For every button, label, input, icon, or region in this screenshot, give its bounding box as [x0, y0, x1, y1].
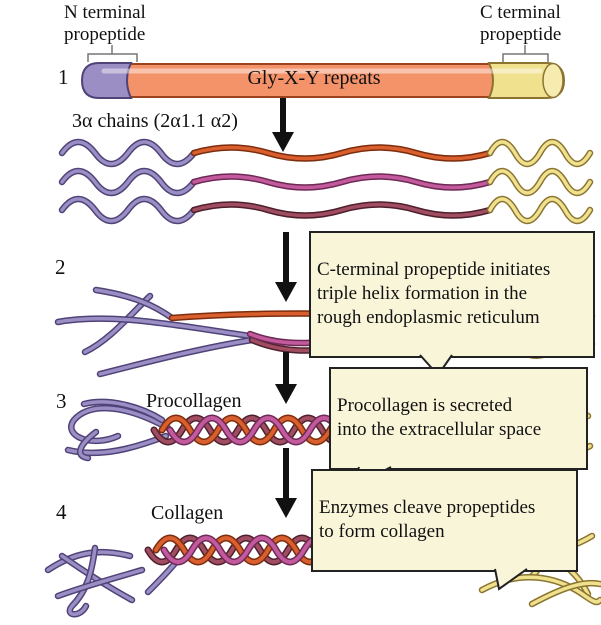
bar-end-cap	[542, 62, 564, 99]
callout-tail	[494, 568, 528, 591]
step-number-4: 4	[56, 500, 67, 524]
down-arrow-icon	[272, 98, 294, 152]
callout-text: C-terminal propeptide initiates triple h…	[317, 259, 551, 328]
n-terminal-propeptide-label: N terminal propeptide	[64, 2, 146, 45]
callout-text: Procollagen is secreted into the extrace…	[337, 395, 542, 440]
callout-c-terminal-initiates: C-terminal propeptide initiates triple h…	[309, 231, 595, 377]
alpha-chain-3	[62, 199, 590, 221]
callout-procollagen-secreted: Procollagen is secreted into the extrace…	[329, 367, 588, 489]
down-arrow-icon	[275, 448, 297, 518]
c-terminal-propeptide-label: C terminal propeptide	[480, 2, 562, 45]
down-arrow-icon	[275, 232, 297, 302]
gly-x-y-repeats-label: Gly-X-Y repeats	[247, 67, 381, 89]
step1-procollagen-gene-bar	[80, 45, 566, 99]
step-number-1: 1	[58, 65, 69, 89]
callout-enzymes-cleave: Enzymes cleave propeptides to form colla…	[311, 469, 578, 591]
collagen-label: Collagen	[151, 502, 224, 524]
alpha-chains-label: 3α chains (2α1.1 α2)	[72, 110, 238, 132]
alpha-chain-1	[62, 142, 590, 164]
c-terminal-bracket	[502, 53, 549, 62]
n-terminal-bracket	[87, 53, 138, 62]
step-number-2: 2	[55, 255, 66, 279]
procollagen-label: Procollagen	[146, 390, 242, 412]
n-terminal-propeptide-segment	[80, 62, 133, 99]
callout-text: Enzymes cleave propeptides to form colla…	[319, 497, 536, 542]
down-arrow-icon	[275, 352, 297, 404]
alpha-chain-2	[62, 171, 590, 193]
step-number-3: 3	[56, 389, 67, 413]
